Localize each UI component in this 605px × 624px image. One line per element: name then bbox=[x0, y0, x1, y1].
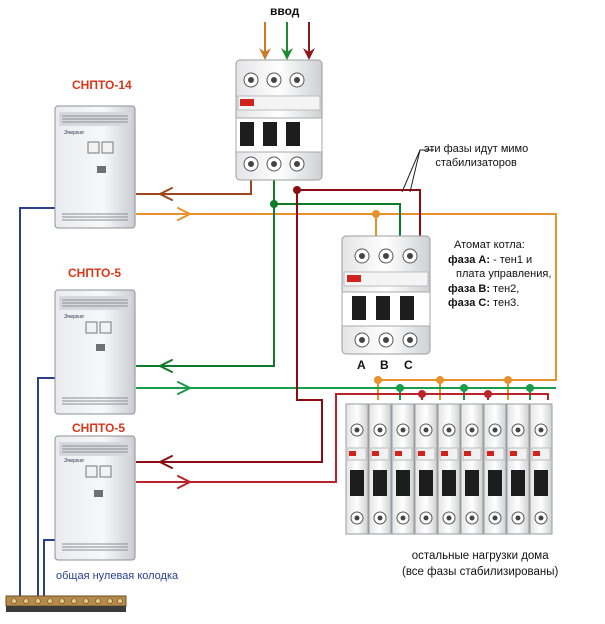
neutral-bus bbox=[5, 595, 127, 612]
phase-b-bypass bbox=[274, 203, 401, 240]
neutral-wire-3 bbox=[43, 539, 55, 600]
load-breaker-module bbox=[506, 403, 530, 535]
load-breaker-module bbox=[414, 403, 438, 535]
stabilizer-title-snpto14: СНПТО-14 bbox=[72, 78, 132, 92]
loads-caption: остальные нагрузки дома (все фазы стабил… bbox=[402, 548, 558, 580]
phase-a-to-snpto14 bbox=[136, 172, 252, 195]
loads-caption-line-2: (все фазы стабилизированы) bbox=[402, 566, 559, 578]
load-breaker-module bbox=[529, 403, 553, 535]
boiler-line-c: фаза С: тен3. bbox=[448, 297, 520, 309]
bypass-note: эти фазы идут мимо стабилизаторов bbox=[424, 142, 528, 170]
boiler-line-a: фаза А: - тен1 и bbox=[448, 253, 533, 266]
boiler-line-a2: плата управления, bbox=[456, 268, 552, 280]
phase-c-to-snpto5 bbox=[136, 190, 323, 463]
snpto5-2-output bbox=[136, 393, 549, 483]
phase-c-bypass bbox=[297, 189, 421, 240]
boiler-line-b: фаза В: тен2, bbox=[448, 282, 520, 295]
neutral-wire-2 bbox=[37, 377, 55, 600]
wires bbox=[19, 149, 557, 600]
main-breaker bbox=[235, 59, 323, 181]
load-breakers-panel bbox=[345, 403, 553, 535]
phase-letter-a: A bbox=[357, 358, 366, 372]
bypass-note-line-2: стабилизаторов bbox=[435, 157, 517, 169]
svg-text:Энергия: Энергия bbox=[64, 458, 84, 464]
load-breaker-module bbox=[391, 403, 415, 535]
input-label: ввод bbox=[270, 4, 300, 18]
load-breaker-module bbox=[483, 403, 507, 535]
snpto14-output bbox=[136, 213, 557, 400]
loads-caption-line-1: остальные нагрузки дома bbox=[411, 550, 549, 562]
load-breaker-module bbox=[345, 403, 369, 535]
phase-letter-b: B bbox=[380, 358, 389, 372]
load-breaker-module bbox=[437, 403, 461, 535]
load-breaker-module bbox=[368, 403, 392, 535]
neutral-wire-1 bbox=[19, 207, 55, 600]
phase-b-to-snpto5 bbox=[136, 160, 275, 367]
svg-text:Энергия: Энергия bbox=[64, 130, 84, 136]
phase-letter-c: C bbox=[404, 358, 413, 372]
neutral-bus-label: общая нулевая колодка bbox=[56, 570, 179, 582]
bypass-note-line-1: эти фазы идут мимо bbox=[424, 143, 529, 155]
svg-text:Энергия: Энергия bbox=[64, 314, 84, 320]
load-breaker-module bbox=[460, 403, 484, 535]
stabilizer-title-snpto5-1: СНПТО-5 bbox=[68, 266, 121, 280]
boiler-description: Атомат котла: фаза А: - тен1 и плата упр… bbox=[448, 238, 551, 311]
stabilizer-snpto14: Энергия bbox=[54, 105, 136, 229]
stabilizer-title-snpto5-2: СНПТО-5 bbox=[72, 421, 125, 435]
stabilizer-snpto5-1: Энергия bbox=[54, 289, 136, 415]
input-arrows bbox=[259, 22, 315, 60]
boiler-title: Атомат котла: bbox=[454, 239, 525, 251]
boiler-breaker bbox=[341, 235, 431, 355]
junction-dots bbox=[270, 186, 534, 398]
stabilizer-snpto5-2: Энергия bbox=[54, 435, 136, 561]
wire-arrows bbox=[157, 187, 193, 489]
